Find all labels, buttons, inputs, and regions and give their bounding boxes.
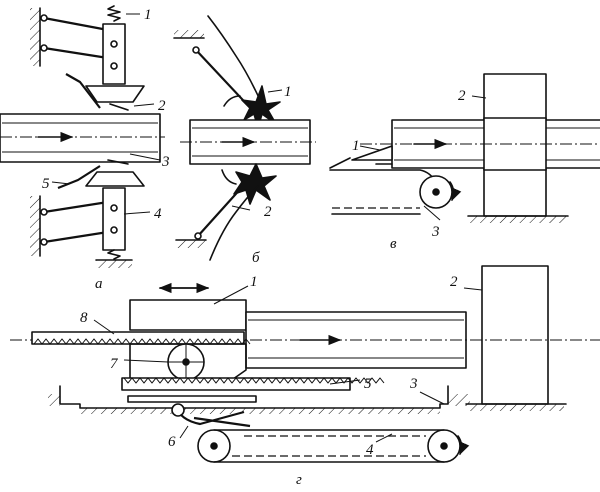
label-g-5: 5 xyxy=(364,376,372,392)
caption-b: б xyxy=(252,250,260,266)
caption-g: г xyxy=(296,472,302,488)
label-v-2: 2 xyxy=(458,88,466,104)
label-b-2: 2 xyxy=(264,204,272,220)
figure-v: 1 2 3 в xyxy=(329,73,600,252)
label-a-3: 3 xyxy=(161,154,170,170)
label-a-2: 2 xyxy=(158,98,166,114)
label-g-2: 2 xyxy=(450,274,458,290)
label-a-5: 5 xyxy=(42,176,50,192)
label-g-7: 7 xyxy=(110,356,119,372)
figure-b: 1 2 б xyxy=(173,15,316,266)
label-g-4: 4 xyxy=(366,442,374,458)
label-g-3: 3 xyxy=(409,376,418,392)
sprocket-bottom xyxy=(233,163,277,205)
label-g-6: 6 xyxy=(168,434,176,450)
caption-v: в xyxy=(390,236,397,252)
label-v-1: 1 xyxy=(352,138,360,154)
saw-block-g xyxy=(481,265,549,405)
carriage-top xyxy=(129,299,247,331)
figure-a: 1 2 3 4 5 а xyxy=(0,5,170,292)
rack-5 xyxy=(121,377,351,391)
label-g-1: 1 xyxy=(250,274,258,290)
rack-8 xyxy=(31,331,245,345)
log-a xyxy=(0,113,161,163)
label-g-8: 8 xyxy=(80,310,88,326)
label-v-3: 3 xyxy=(431,224,440,240)
label-b-1: 1 xyxy=(284,84,292,100)
label-a-1: 1 xyxy=(144,7,152,23)
figure-g: 1 2 3 4 5 6 7 8 г xyxy=(10,265,600,488)
label-a-4: 4 xyxy=(154,206,162,222)
caption-a: а xyxy=(95,276,103,292)
